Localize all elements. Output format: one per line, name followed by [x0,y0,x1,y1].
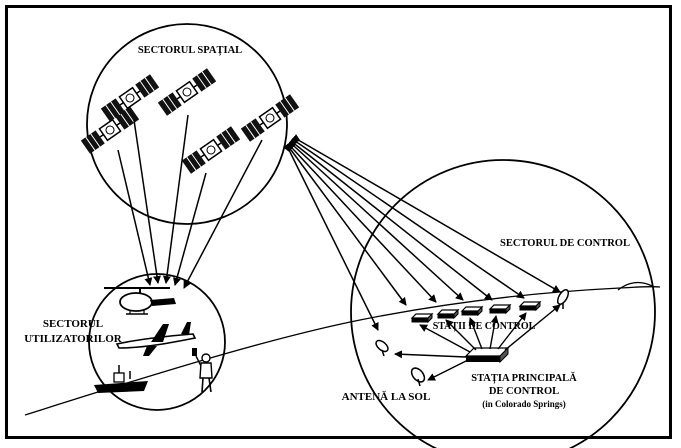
control-segment-label: SECTORUL DE CONTROL [500,238,630,249]
user-segment-label-line2: UTILIZATORILOR [24,333,122,345]
control-link-arrows [283,134,561,331]
space-segment-circle [86,23,288,225]
downlink-arrows [117,114,263,289]
ship-icon [94,365,148,393]
satellite-icon [181,125,241,175]
person-icon [192,348,213,393]
satellite-icon [157,67,217,117]
airplane-icon [115,322,197,356]
control-station [519,301,541,311]
master-station-label-line3: (in Colorado Springs) [482,399,566,409]
ground-antenna-label: ANTENĂ LA SOL [342,391,431,403]
control-stations-label: STAȚII DE CONTROL [433,321,536,332]
control-station [437,309,459,319]
helicopter-icon [104,287,176,315]
control-station [461,306,483,316]
control-station [489,304,511,314]
user-segment-label-line1: SECTORUL [43,318,103,330]
ground-antenna-icon [410,367,426,387]
control-station [411,313,433,323]
station-link-arrows [394,304,561,381]
master-control-station [464,346,510,364]
antenna-icon [556,289,570,309]
satellite-icon [240,93,300,143]
master-station-label-line1: STAȚIA PRINCIPALĂ [471,372,577,384]
space-segment-label: SECTORUL SPAȚIAL [138,45,242,56]
ground-antenna-icon [375,339,389,357]
master-station-label-line2: DE CONTROL [489,386,559,397]
hill [617,281,653,291]
ground-line [24,285,661,416]
